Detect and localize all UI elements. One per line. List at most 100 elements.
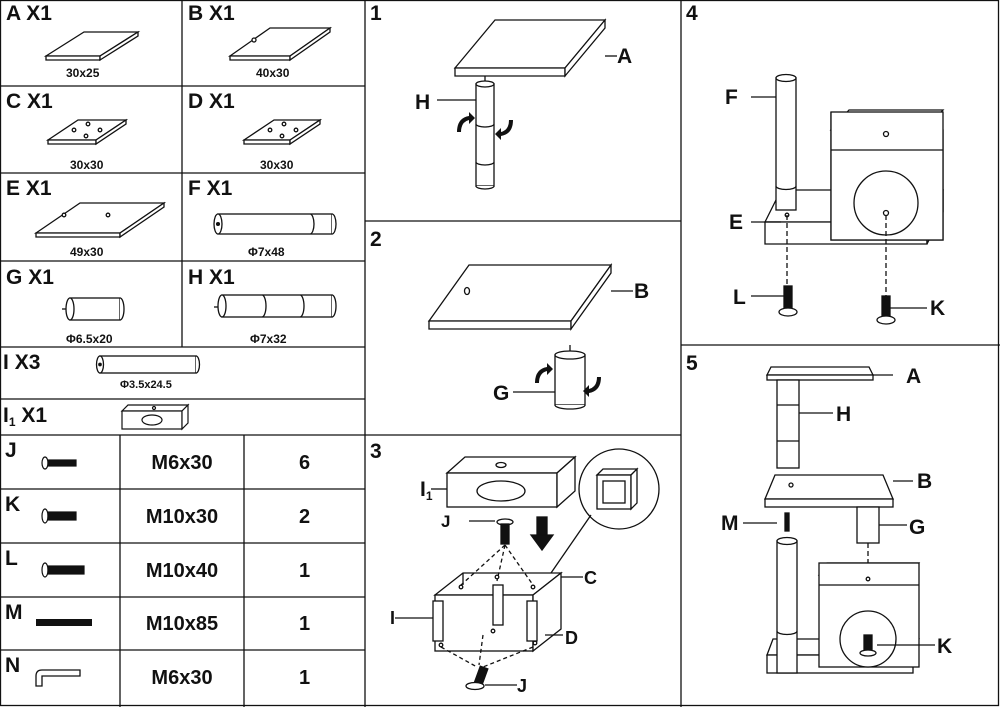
post-g-drawing (62, 297, 125, 321)
part-label: I X3 (3, 351, 41, 374)
hardware-size: M10x85 (145, 613, 219, 635)
part-b-cell: B X1 40x30 (182, 0, 365, 86)
hardware-size: M6x30 (151, 667, 213, 689)
step-1-drawing (437, 18, 617, 190)
step-number: 2 (370, 228, 382, 251)
label-e: E (729, 211, 744, 234)
hardware-size: M10x40 (145, 560, 219, 582)
part-label: D X1 (188, 90, 235, 113)
hardware-letter: M (5, 601, 23, 624)
part-dimension: Φ6.5x20 (66, 332, 113, 346)
bolt-j-icon (41, 456, 77, 470)
part-label: C X1 (6, 90, 53, 113)
bolt-l-icon (41, 562, 85, 578)
hardware-quantity: 6 (298, 452, 311, 474)
step-2-drawing (427, 262, 633, 410)
label-k: K (930, 297, 946, 320)
part-g-cell: G X1 Φ6.5x20 (0, 261, 182, 347)
label-j-top: J (441, 512, 451, 531)
part-label: A X1 (6, 2, 52, 25)
hardware-letter: N (5, 654, 21, 677)
bolt-k-icon (41, 508, 77, 524)
board-b-drawing (227, 26, 333, 62)
hardware-row-n: N M6x30 1 (0, 650, 364, 707)
rod-m-icon (36, 619, 92, 626)
part-dimension: 30x30 (70, 158, 104, 172)
part-label: F X1 (188, 177, 233, 200)
label-b: B (917, 470, 933, 493)
allen-key-n-icon (35, 669, 81, 687)
label-a: A (617, 45, 633, 68)
label-i: I (390, 608, 396, 628)
step-number: 4 (686, 2, 698, 25)
label-g: G (909, 516, 926, 539)
part-label: I1 X1 (3, 404, 48, 429)
hardware-size: M6x30 (151, 452, 213, 474)
step-3-panel: 3 (365, 435, 681, 707)
step-number: 5 (686, 352, 698, 375)
board-e-drawing (33, 201, 167, 239)
part-dimension: Φ3.5x24.5 (120, 379, 172, 391)
label-i1: I1 (420, 478, 433, 503)
part-dimension: 30x30 (260, 158, 294, 172)
board-d-drawing (241, 118, 323, 146)
hardware-quantity: 1 (298, 560, 311, 582)
block-i1-drawing (120, 403, 190, 431)
board-c-drawing (45, 118, 129, 146)
part-h-cell: H X1 Φ7x32 (182, 261, 365, 347)
label-b: B (634, 280, 650, 303)
step-5-drawing (743, 366, 935, 674)
hardware-quantity: 2 (298, 506, 311, 528)
label-h: H (836, 403, 852, 426)
label-m: M (721, 512, 739, 535)
part-dimension: Φ7x48 (248, 245, 285, 259)
dowel-i-drawing (95, 355, 201, 374)
part-dimension: 30x25 (66, 66, 100, 80)
label-c: C (584, 568, 597, 588)
part-f-cell: F X1 Φ7x48 (182, 173, 365, 261)
label-h: H (415, 91, 431, 114)
hardware-quantity: 1 (298, 667, 311, 689)
part-i1-cell: I1 X1 (0, 399, 365, 435)
step-4-panel: 4 (681, 0, 1000, 345)
hardware-size: M10x30 (145, 506, 219, 528)
part-label: G X1 (6, 266, 54, 289)
part-a-cell: A X1 30x25 (0, 0, 182, 86)
part-label: E X1 (6, 177, 52, 200)
label-l: L (733, 286, 746, 309)
part-e-cell: E X1 49x30 (0, 173, 182, 261)
part-i-cell: I X3 Φ3.5x24.5 (0, 347, 365, 399)
part-dimension: 40x30 (256, 66, 290, 80)
label-k: K (937, 635, 953, 658)
hardware-row-k: K M10x30 2 (0, 489, 364, 543)
step-2-panel: 2 B G (365, 221, 681, 435)
hardware-letter: K (5, 493, 21, 516)
board-a-drawing (43, 30, 141, 62)
step-number: 1 (370, 2, 382, 25)
part-dimension: 49x30 (70, 245, 104, 259)
step-5-panel: 5 (681, 345, 1000, 707)
part-dimension: Φ7x32 (250, 332, 287, 346)
label-j-bottom: J (517, 676, 528, 696)
hardware-letter: J (5, 439, 17, 462)
step-4-drawing (751, 73, 945, 325)
label-d: D (565, 628, 578, 648)
hardware-letter: L (5, 547, 18, 570)
part-label: B X1 (188, 2, 235, 25)
hardware-row-l: L M10x40 1 (0, 543, 364, 597)
hardware-row-j: J M6x30 6 (0, 435, 364, 489)
part-d-cell: D X1 30x30 (182, 86, 365, 173)
step-number: 3 (370, 440, 382, 463)
post-f-drawing (213, 213, 337, 235)
step-1-panel: 1 A H (365, 0, 681, 221)
part-c-cell: C X1 30x30 (0, 86, 182, 173)
post-h-drawing (214, 294, 337, 318)
label-a: A (906, 365, 922, 388)
hardware-row-m: M M10x85 1 (0, 597, 364, 650)
label-g: G (493, 382, 510, 405)
step-3-drawing (395, 448, 660, 691)
label-f: F (725, 86, 738, 109)
hardware-quantity: 1 (298, 613, 311, 635)
part-label: H X1 (188, 266, 235, 289)
